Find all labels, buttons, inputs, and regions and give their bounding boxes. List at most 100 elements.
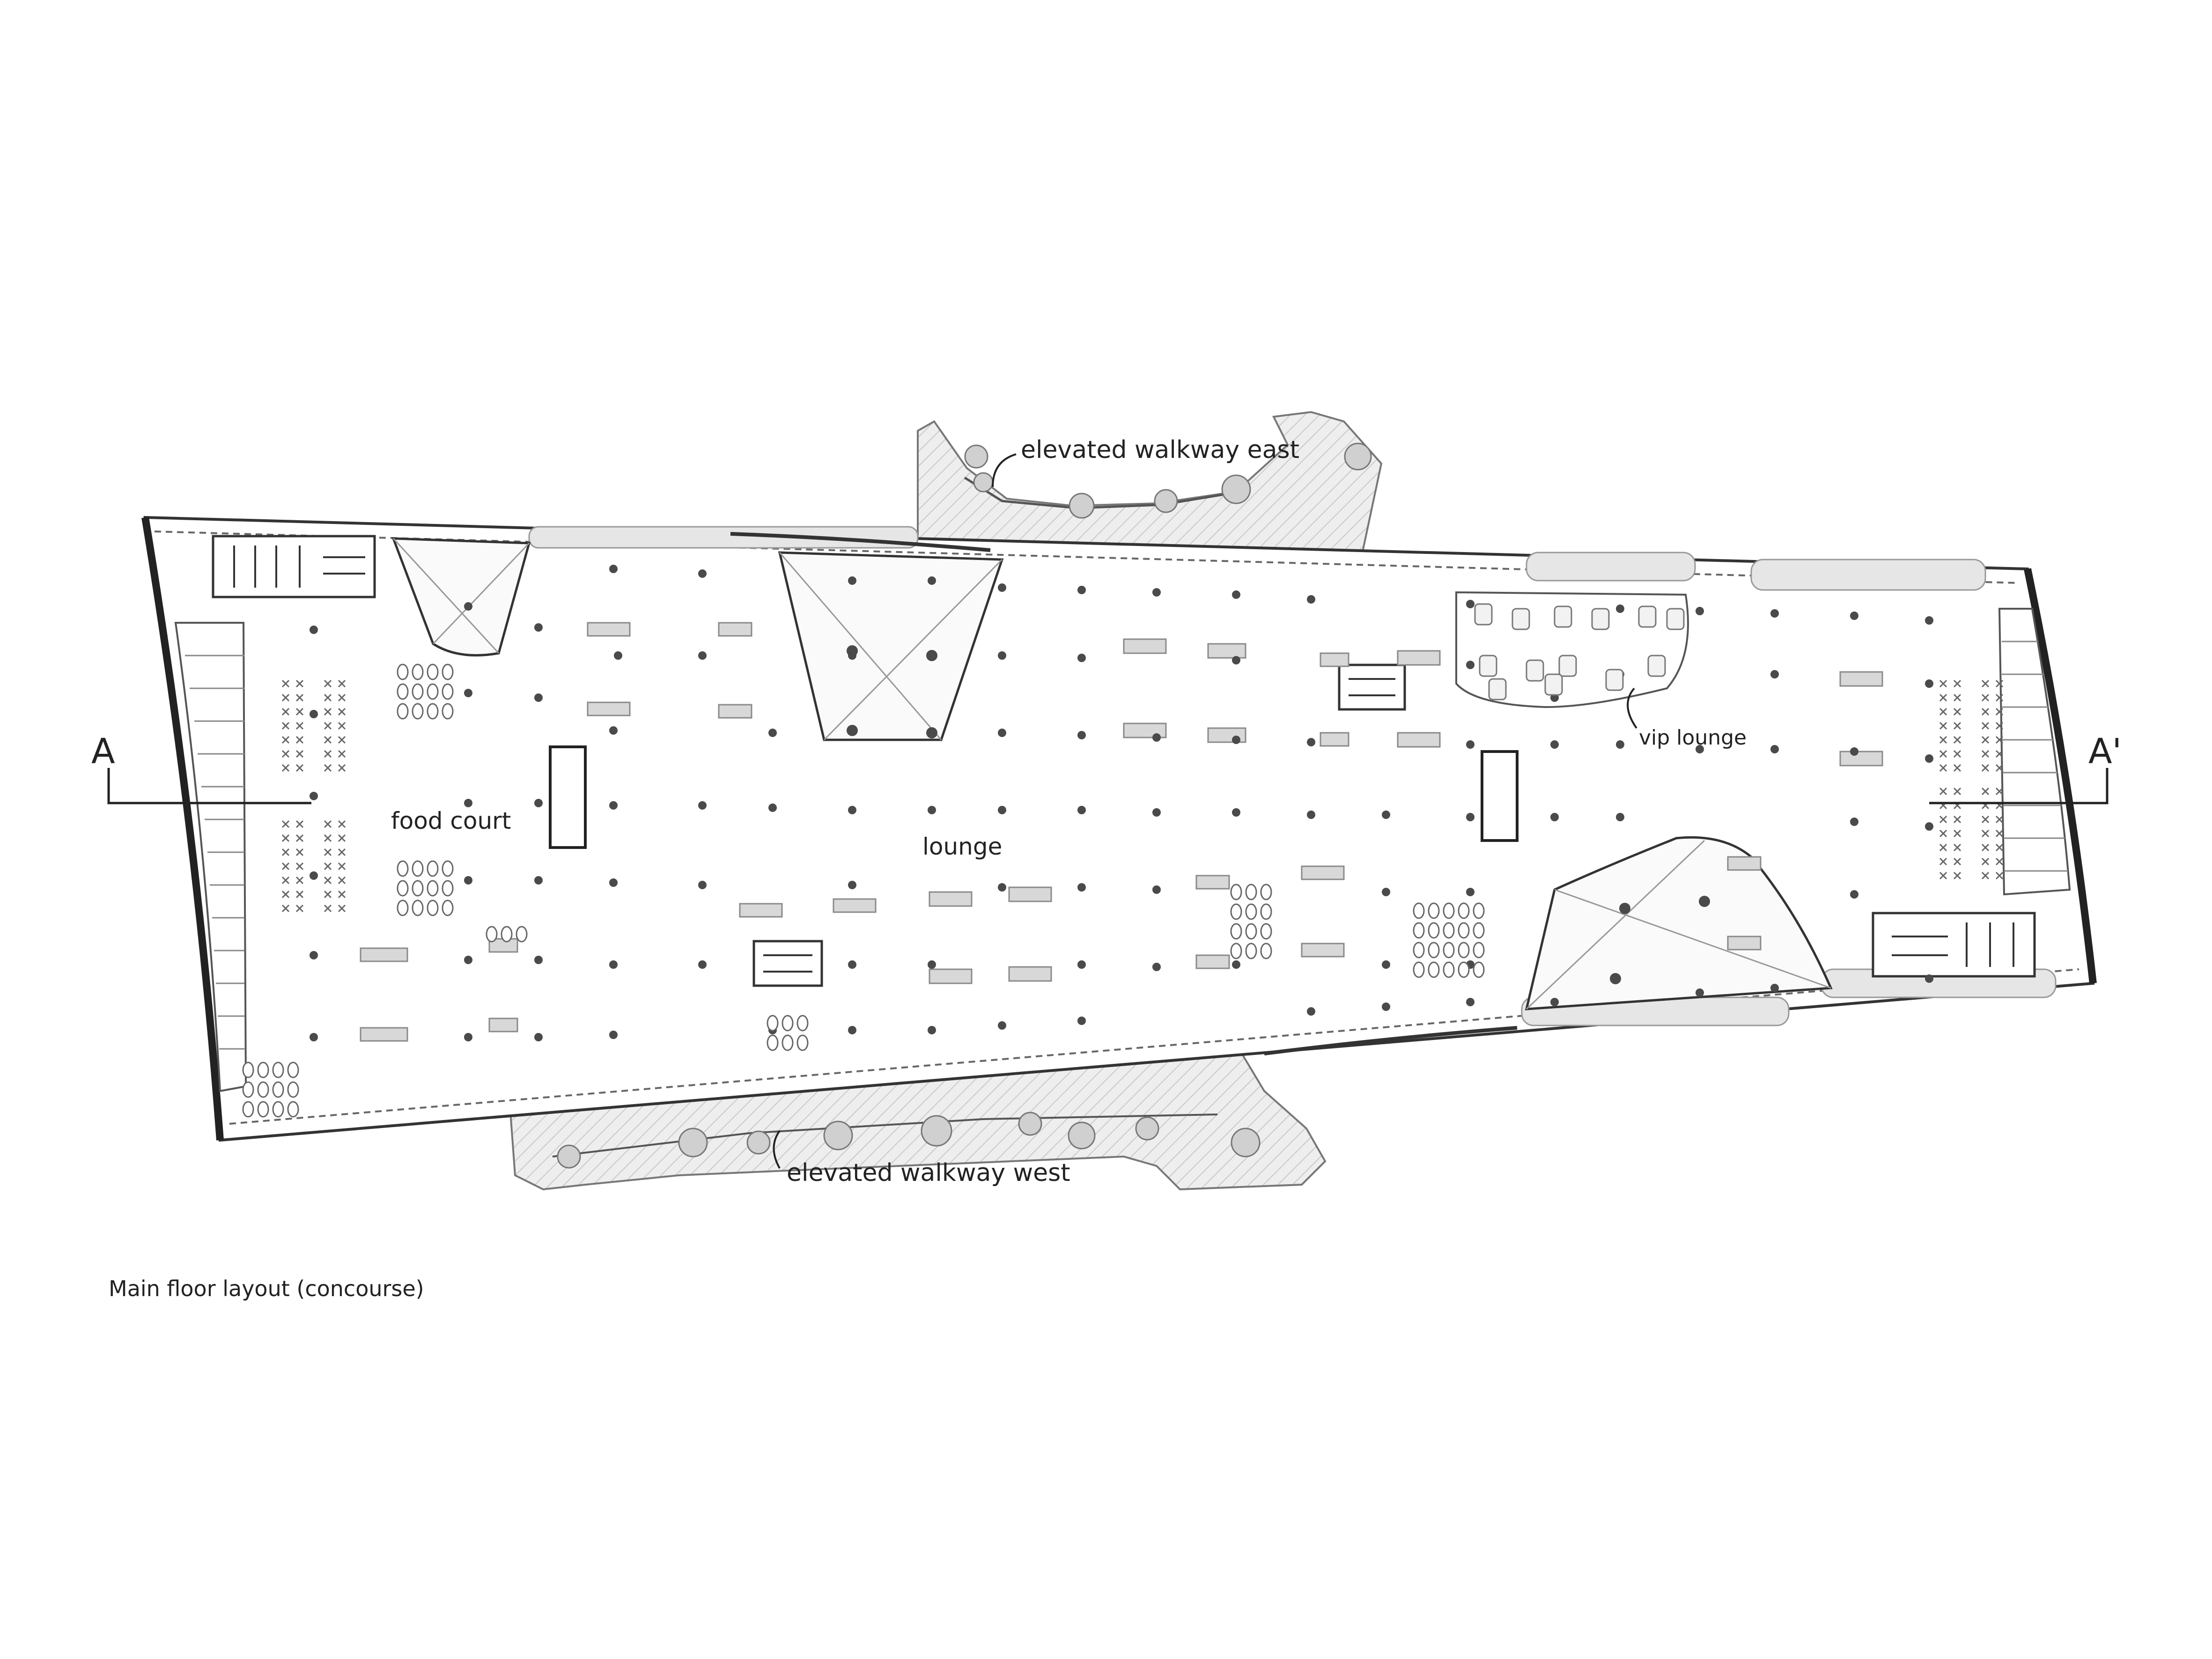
table-seat-icon [1473,902,1485,919]
table-seat-icon [397,683,409,700]
chair-icon [1995,708,2004,716]
table-seat-icon [782,1034,794,1051]
table-seat-icon [1260,943,1272,959]
table-seat-icon [1245,903,1257,920]
kiosks [549,745,1519,849]
chair-icon [1939,764,1947,772]
lounge-chair-icon [1526,659,1544,682]
chair-icon [338,890,346,899]
chair-icon [295,736,304,744]
chair-icon [295,750,304,758]
chair-icon [1981,843,1990,852]
chair-icon [1953,693,1961,702]
table-seat-icon [1428,922,1440,939]
core-details [233,546,2014,973]
chair-icon [281,876,290,885]
table-seat-icon [767,1034,779,1051]
chair-icon [1981,857,1990,866]
chair-icon [1995,857,2004,866]
chair-icon [1939,722,1947,730]
table-seat-icon [287,1062,299,1078]
right-bays [1998,608,2071,896]
table-seat-icon [427,683,439,700]
table-seat-icon [1428,961,1440,978]
chair-icon [1995,722,2004,730]
chair-icon [1981,693,1990,702]
chair-icon [338,750,346,758]
chair-icon [1939,829,1947,838]
chair-icon [295,764,304,772]
chair-icon [324,679,332,688]
table-seat-icon [501,926,513,943]
chair-icon [1939,815,1947,824]
chair-icon [1953,764,1961,772]
chair-icon [1995,843,2004,852]
chair-icon [281,722,290,730]
chair-icon [324,862,332,870]
label-section-a-prime: A' [2088,731,2122,772]
table-seat-icon [1473,922,1485,939]
void-right [1525,836,1833,1010]
table-seat-icon [442,880,454,897]
table-seat-icon [242,1101,254,1118]
void-left [391,537,531,656]
chair-icon [1981,679,1990,688]
table-seat-icon [1443,961,1455,978]
chair-icon [338,862,346,870]
chair-icon [338,876,346,885]
food-court-seating [281,679,2004,913]
chair-icon [1939,843,1947,852]
table-seat-icon [412,703,424,720]
chair-icon [281,736,290,744]
chair-icon [338,693,346,702]
lounge-chair-icon [1558,655,1577,677]
benches [360,622,1883,1042]
chair-icon [1981,708,1990,716]
table-seat-icon [1458,902,1470,919]
lounge-chair-icon [1554,605,1572,628]
chair-icon [1953,857,1961,866]
chair-icon [281,848,290,856]
chair-icon [295,862,304,870]
chair-icon [1953,679,1961,688]
chair-icon [295,890,304,899]
core-blocks [212,535,2036,987]
chair-icon [295,834,304,842]
table-seat-icon [1260,923,1272,940]
chair-icon [281,679,290,688]
chair-icon [324,848,332,856]
chair-icon [1995,693,2004,702]
chair-icon [338,708,346,716]
table-seat-icon [397,703,409,720]
chair-icon [295,679,304,688]
columns [310,565,1933,1041]
chair-icon [1995,750,2004,758]
chair-icon [338,848,346,856]
lounge-chair-icon [1544,673,1563,696]
chair-icon [324,834,332,842]
chair-icon [338,722,346,730]
lounge-chair-icon [1638,605,1657,628]
table-seat-icon [287,1101,299,1118]
chair-icon [295,848,304,856]
table-seat-icon [1473,942,1485,959]
table-seat-icon [242,1062,254,1078]
chair-icon [1939,871,1947,880]
chair-icon [1953,708,1961,716]
chair-icon [1953,750,1961,758]
chair-icon [338,764,346,772]
chair-icon [1939,857,1947,866]
table-seat-icon [1473,961,1485,978]
table-seat-icon [1428,902,1440,919]
chair-icon [1981,750,1990,758]
table-seat-icon [272,1101,284,1118]
table-seat-icon [1458,961,1470,978]
left-bays [174,622,247,1092]
chair-icon [1981,764,1990,772]
chair-icon [1953,787,1961,796]
chair-icon [295,722,304,730]
chair-icon [1953,843,1961,852]
table-seat-icon [1230,903,1242,920]
lounge-chair-icon [1591,608,1610,630]
walkway-west [509,1043,1327,1191]
